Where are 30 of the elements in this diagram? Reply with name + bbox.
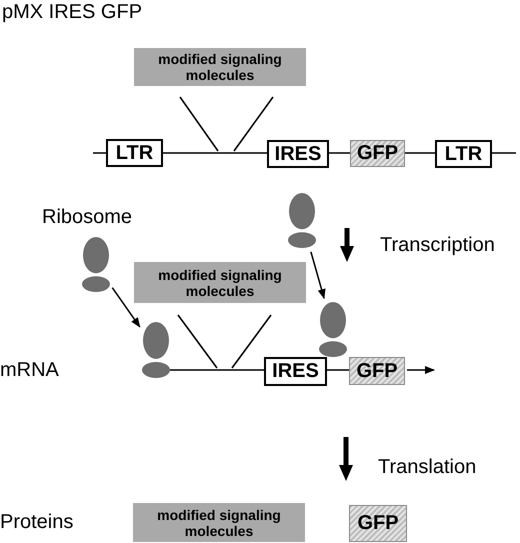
title: pMX IRES GFP: [2, 0, 142, 24]
ltr-box: LTR: [435, 140, 492, 168]
gfp-protein-box: GFP: [349, 505, 407, 542]
dna-line: [163, 152, 267, 154]
gfp-box: GFP: [350, 140, 405, 167]
step-label: Transcription: [380, 233, 495, 257]
dna-line: [405, 152, 435, 154]
insert-box: modified signaling molecules: [134, 48, 306, 86]
dna-line: [329, 152, 350, 154]
protein-box: modified signaling molecules: [133, 503, 305, 542]
ribosome-icon: [288, 193, 316, 248]
dna-line: [492, 152, 516, 154]
ires-box: IRES: [267, 140, 329, 168]
mrna-line: [327, 369, 349, 371]
arrow: [112, 287, 140, 328]
ribosome-icon: [82, 237, 110, 292]
row-label: Proteins: [0, 510, 74, 534]
arrow: [310, 252, 326, 300]
ribosome-icon: [319, 302, 347, 357]
arrow: [407, 366, 435, 374]
ires-box: IRES: [264, 357, 327, 386]
dna-line: [93, 152, 106, 154]
ribosome-icon: [142, 322, 170, 378]
ribosome-label: Ribosome: [42, 205, 132, 229]
row-label: mRNA: [0, 358, 59, 382]
mrna-line: [170, 369, 264, 371]
gfp-box: GFP: [349, 357, 405, 385]
ltr-box: LTR: [106, 139, 163, 167]
step-label: Translation: [378, 455, 476, 479]
insert-box: modified signaling molecules: [134, 262, 306, 303]
